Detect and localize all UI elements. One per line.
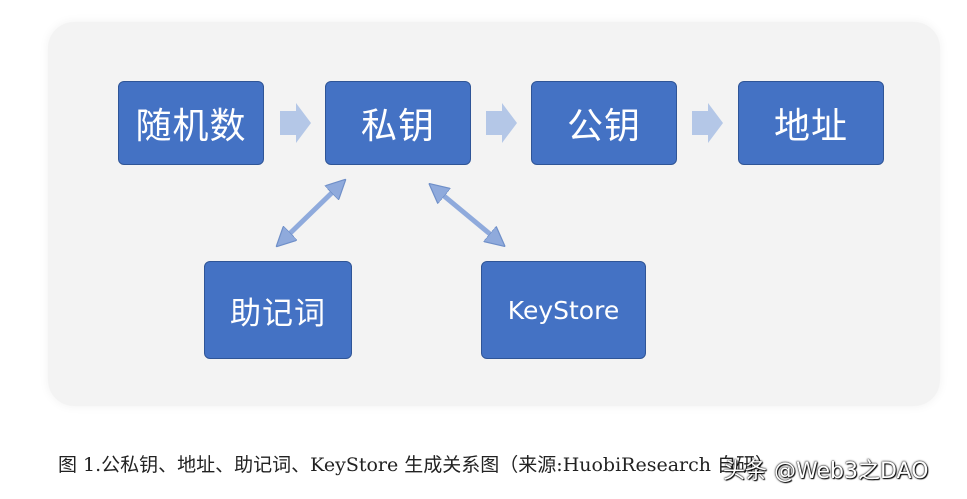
node-public-key: 公钥 bbox=[531, 81, 677, 165]
arrow-private-to-public bbox=[486, 103, 517, 143]
arrow-random-to-private bbox=[280, 103, 311, 143]
node-keystore: KeyStore bbox=[481, 261, 646, 359]
node-mnemonic: 助记词 bbox=[204, 261, 352, 359]
double-arrow-private-mnemonic bbox=[279, 182, 343, 244]
node-address: 地址 bbox=[738, 81, 884, 165]
figure-caption: 图 1.公私钥、地址、助记词、KeyStore 生成关系图（来源:HuobiRe… bbox=[58, 454, 775, 476]
watermark: 头条 @Web3之DAO bbox=[723, 459, 929, 484]
double-arrow-private-keystore bbox=[432, 186, 502, 244]
node-private-key: 私钥 bbox=[325, 81, 471, 165]
arrow-public-to-address bbox=[692, 103, 723, 143]
node-random: 随机数 bbox=[118, 81, 264, 165]
